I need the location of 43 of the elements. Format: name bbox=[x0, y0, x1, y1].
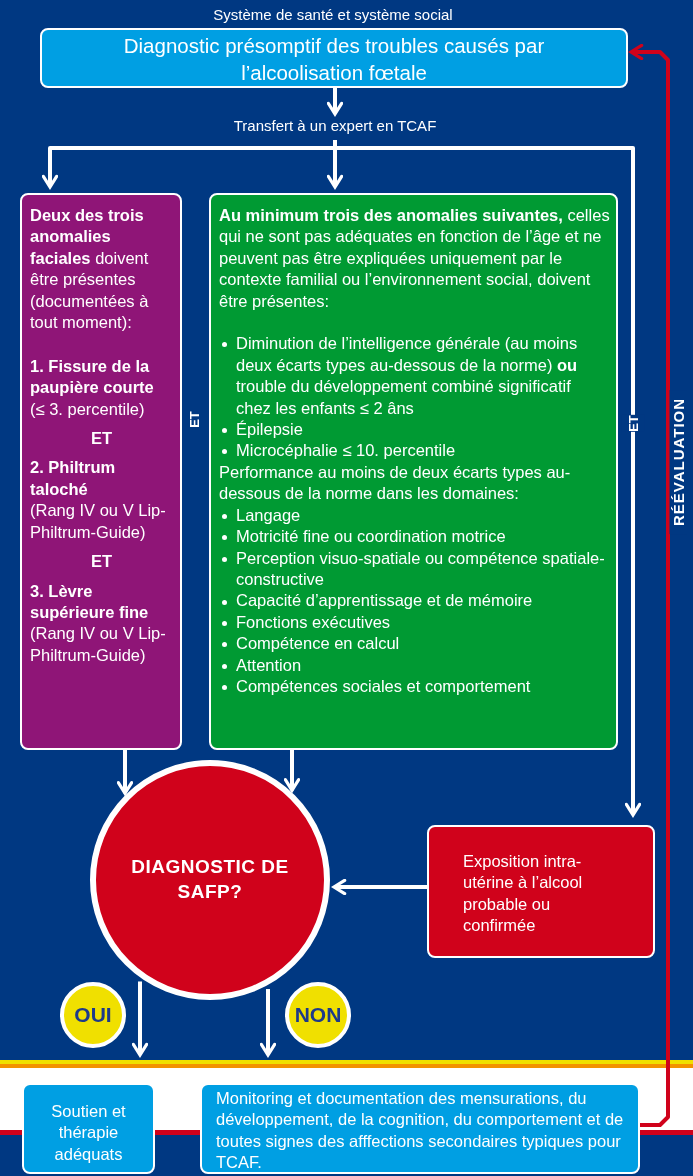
answer-badge: NON bbox=[285, 982, 351, 1048]
bullet-item: Diminution de l’intelligence générale (au moins deux écarts types au-dessous de la norme) ou trouble du développement combiné significatif chez les enfants ≤ 2 âns bbox=[219, 333, 610, 419]
arrow bbox=[116, 750, 134, 795]
criteria-box bbox=[209, 193, 618, 750]
arrow bbox=[629, 43, 670, 1127]
bullet-item: Compétence en calcul bbox=[219, 633, 610, 655]
answer-badge: OUI bbox=[60, 982, 126, 1048]
bullet-item: Microcéphalie ≤ 10. percentile bbox=[219, 440, 610, 462]
decision-text: DIAGNOSTIC DE SAFP? bbox=[130, 855, 290, 904]
node-text: Performance au moins de deux écarts types au-dessous de la norme dans les domaines: bbox=[219, 461, 572, 505]
bullet-item: Attention bbox=[219, 654, 610, 677]
node-text: Diagnostic présomptif des troubles causés par l’alcoolisation fœtale bbox=[122, 33, 546, 86]
bullet-item: Capacité d’apprentissage et de mémoire bbox=[219, 590, 610, 612]
bullet-item: Épilepsie bbox=[219, 418, 610, 441]
bullet-item: Langage bbox=[219, 504, 610, 527]
node-text: 2. Philtrum taloché (Rang IV ou V Lip-Philtrum-Guide) bbox=[30, 457, 167, 543]
connector-word: ET bbox=[89, 551, 114, 573]
node-text: 3. Lèvre supérieure fine (Rang IV ou V Lip-Philtrum-Guide) bbox=[30, 580, 167, 666]
bullet-item: Perception visuo-spatiale ou compétence spatiale-constructive bbox=[219, 547, 610, 591]
node-text: 1. Fissure de la paupière courte (≤ 3. percentile) bbox=[30, 355, 155, 420]
edge-label: RÉÉVALUATION bbox=[669, 389, 687, 535]
node-text: Exposition intra-utérine à l’alcool probable ou confirmée bbox=[463, 851, 584, 937]
section-heading: Système de santé et système social bbox=[212, 6, 454, 23]
arrow bbox=[332, 878, 427, 896]
process-box bbox=[40, 28, 628, 88]
node-text: Monitoring et documentation des mensurations, du développement, de la cognition, du comportement et de toutes signes des afffections secondaires typiques pour TCAF. bbox=[216, 1088, 625, 1174]
bullet-item: Fonctions exécutives bbox=[219, 611, 610, 634]
node-text: Au minimum trois des anomalies suivantes, celles qui ne sont pas adéquates en fonction de l’âge et ne peuvent pas être expliquées uniquement par le contexte familial ou l’environnement social, doivent être présentes: bbox=[219, 205, 610, 312]
bullet-item: Compétences sociales et comportement bbox=[219, 676, 610, 698]
outcome-box bbox=[22, 1083, 155, 1174]
criteria-box bbox=[20, 193, 182, 750]
node-text: Deux des trois anomalies faciales doivent être présentes (documentées à tout moment): bbox=[30, 205, 150, 334]
node-text: Soutien et thérapie adéquats bbox=[50, 1101, 127, 1165]
arrow bbox=[131, 981, 149, 1057]
arrow bbox=[259, 989, 277, 1057]
connector-word: ET bbox=[89, 427, 114, 449]
node-text: Transfert à un expert en TCAF bbox=[232, 116, 438, 136]
condition-box bbox=[427, 825, 655, 958]
connector-word: ET bbox=[186, 411, 202, 428]
arrow bbox=[283, 750, 301, 792]
arrow bbox=[333, 139, 642, 817]
bullet-item: Motricité fine ou coordination motrice bbox=[219, 526, 610, 548]
arrow bbox=[326, 88, 344, 116]
